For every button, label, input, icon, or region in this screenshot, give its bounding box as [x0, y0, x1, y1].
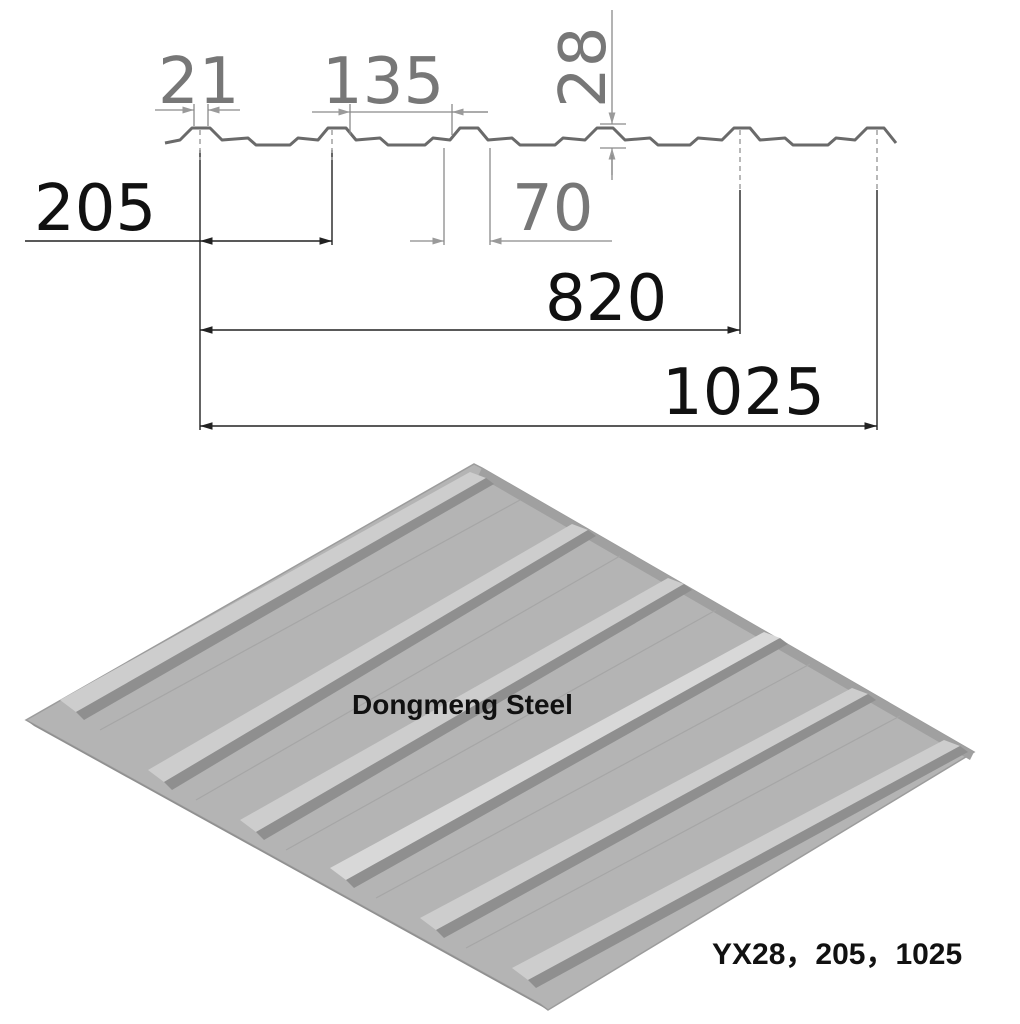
- large-dimensions: [25, 130, 878, 430]
- dim-21: 21: [158, 45, 239, 119]
- sheet-render: [24, 463, 976, 1011]
- dim-135: 135: [322, 45, 444, 119]
- caption-text: YX28，205，1025: [712, 938, 962, 971]
- profile-section: [164, 126, 898, 147]
- dim-820: 820: [545, 262, 667, 336]
- sheet-ribs: [60, 472, 968, 988]
- dim-1025: 1025: [662, 356, 825, 430]
- profile-outline: [164, 126, 898, 147]
- dim-205: 205: [34, 172, 156, 246]
- dim-28: 28: [547, 27, 621, 108]
- dim-70: 70: [512, 172, 593, 246]
- watermark-text: Dongmeng Steel: [352, 689, 573, 720]
- sheet-face: [24, 463, 976, 1011]
- small-dimensions: [155, 10, 626, 245]
